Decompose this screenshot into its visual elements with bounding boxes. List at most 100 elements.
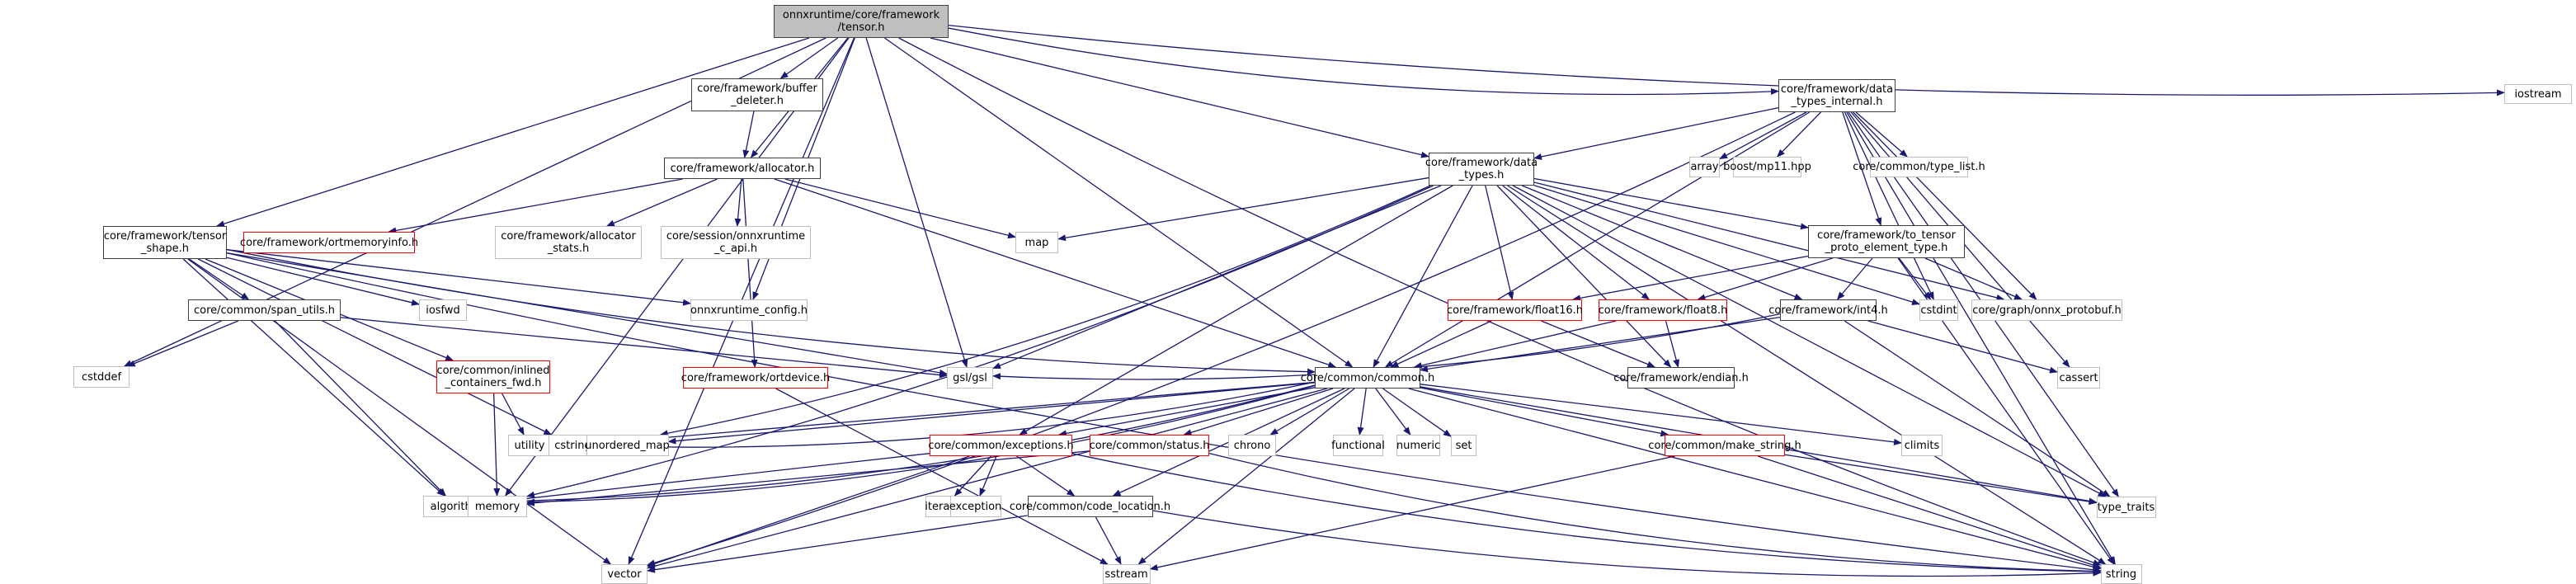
edge-data_types_internal-to-common [1384,111,1811,368]
node-cstddef[interactable]: cstddef [73,366,130,388]
node-data-types[interactable]: core/framework/data _types.h [1425,153,1538,186]
edge-data_types-to-to_tensor_proto [1533,177,1809,230]
node-climits[interactable]: climits [1901,435,1943,456]
node-mp11[interactable]: boost/mp11.hpp [1723,157,1811,177]
edge-tensor-to-iostream [948,24,2505,97]
edge-common-to-string [1408,388,2102,571]
node-cstdint[interactable]: cstdint [1919,299,1958,321]
node-allocator-stats[interactable]: core/framework/allocator _stats.h [495,226,642,259]
edge-ortdevice-to-sstream [775,388,1109,565]
edge-data_types_internal-to-array [1719,111,1807,160]
edge-int4-to-common [1420,316,1781,373]
node-float8[interactable]: core/framework/float8.h [1599,299,1727,321]
node-onnxruntime-config[interactable]: onnxruntime_config.h [690,299,808,321]
edge-common-to-cstring [596,381,1316,446]
edge-exceptions-to-string [1071,453,2102,575]
edge-data_types-to-int4 [1521,185,1803,300]
node-int4[interactable]: core/framework/int4.h [1768,299,1888,321]
node-sstream[interactable]: sstream [1102,564,1151,584]
edge-make_string-to-string [1757,455,2102,568]
edge-data_types-to-common [1373,185,1473,368]
node-numeric[interactable]: numeric [1396,435,1440,456]
node-array[interactable]: array [1689,157,1720,177]
node-float16[interactable]: core/framework/float16.h [1447,299,1583,321]
node-chrono[interactable]: chrono [1228,435,1276,456]
node-iosfwd[interactable]: iosfwd [419,299,467,321]
node-string[interactable]: string [2100,564,2142,584]
node-set[interactable]: set [1451,435,1476,456]
node-common[interactable]: core/common/common.h [1301,367,1434,389]
edge-data_types-to-endian [1496,185,1672,368]
node-ortdevice[interactable]: core/framework/ortdevice.h [681,367,830,389]
edge-common-to-numeric [1375,388,1411,436]
edge-span_utils-to-cstddef [126,320,239,367]
node-to-tensor-proto[interactable]: core/framework/to_tensor _proto_element_… [1808,225,1965,258]
edge-data_types-to-unordered_map [659,185,1431,437]
node-tensor[interactable]: onnxruntime/core/framework /tensor.h [774,5,949,38]
edge-allocator-to-common [774,178,1337,368]
node-type-list[interactable]: core/common/type_list.h [1853,157,1985,177]
edge-buffer_deleter-to-allocator [742,111,755,158]
node-make-string[interactable]: core/common/make_string.h [1648,435,1801,456]
node-exception[interactable]: exception [949,496,1001,517]
node-buffer-deleter[interactable]: core/framework/buffer _deleter.h [691,78,823,111]
node-utility[interactable]: utility [508,435,551,456]
node-map[interactable]: map [1015,232,1058,253]
edge-tensor_shape-to-common [226,248,1316,375]
edge-data_types_internal-to-onnx_protobuf [1853,111,2037,300]
edge-exceptions-to-code_location [1016,455,1076,497]
node-cassert[interactable]: cassert [2057,367,2100,389]
edge-common-to-functional [1357,388,1367,436]
edge-code_location-to-sstream [1095,516,1122,565]
node-vector[interactable]: vector [601,564,648,584]
edge-exceptions-to-iterator [954,455,992,497]
edge-tensor_shape-to-cstring [197,258,553,436]
node-code-location[interactable]: core/common/code_location.h [1010,496,1170,517]
node-allocator[interactable]: core/framework/allocator.h [664,158,821,179]
edge-status-to-memory [526,450,1090,506]
node-iostream[interactable]: iostream [2504,84,2572,104]
node-onnxruntime-c-api[interactable]: core/session/onnxruntime _c_api.h [661,226,811,259]
node-ortmemoryinfo[interactable]: core/framework/ortmemoryinfo.h [240,232,418,253]
node-data-types-internal[interactable]: core/framework/data _types_internal.h [1778,79,1896,112]
edge-exceptions-to-vector [647,455,970,568]
node-tensor-shape[interactable]: core/framework/tensor _shape.h [103,226,227,259]
edge-tensor-to-data_types_internal [948,27,1779,96]
edge-make_string-to-type_traits [1784,454,2098,506]
edge-common-to-unordered_map [667,382,1316,445]
node-onnx-protobuf[interactable]: core/graph/onnx_protobuf.h [1971,299,2122,321]
edge-float8-to-common [1413,320,1617,369]
edge-allocator-to-allocator_stats [605,178,718,227]
edge-common-to-sstream [1137,388,1355,565]
edge-allocator-to-ortdevice [742,178,758,368]
edge-common-to-status [1183,388,1334,436]
edge-common-to-set [1382,388,1452,437]
node-inlined-containers-fwd[interactable]: core/common/inlined _containers_fwd.h [436,360,550,393]
edge-data_types-to-float16 [1485,185,1514,300]
edge-tensor-to-common [884,37,1354,368]
edge-tensor_shape-to-onnxruntime_config [226,249,691,306]
node-gsl[interactable]: gsl/gsl [947,367,993,389]
edge-span_utils-to-algorithm [274,320,446,497]
edge-to_tensor_proto-to-float8 [1697,257,1833,301]
edge-inlined_containers_fwd-to-memory [492,393,501,497]
edge-data_types_internal-to-mp11 [1777,111,1821,158]
node-status[interactable]: core/common/status.h [1090,435,1209,456]
node-type-traits[interactable]: type_traits [2096,497,2156,518]
edge-float16-to-common [1390,320,1492,368]
node-exceptions[interactable]: core/common/exceptions.h [928,435,1074,456]
edge-data_types-to-type_traits [1512,185,2107,497]
edge-data_types-to-cstdint [1533,185,1920,305]
edge-data_types-to-map [1057,177,1429,242]
edge-data_types-to-onnx_protobuf [1533,181,2005,301]
edge-to_tensor_proto-to-onnx_protobuf [1924,257,2023,300]
edge-code_location-to-string [1152,510,2102,577]
node-memory[interactable]: memory [468,496,527,517]
node-span-utils[interactable]: core/common/span_utils.h [188,299,341,321]
node-unordered-map[interactable]: unordered_map [585,435,670,456]
node-functional[interactable]: functional [1331,435,1385,456]
edge-float8-to-endian [1665,320,1680,368]
node-endian[interactable]: core/framework/endian.h [1613,367,1749,389]
edge-span_utils-to-gsl [340,317,948,379]
edge-to_tensor_proto-to-int4 [1836,257,1873,300]
